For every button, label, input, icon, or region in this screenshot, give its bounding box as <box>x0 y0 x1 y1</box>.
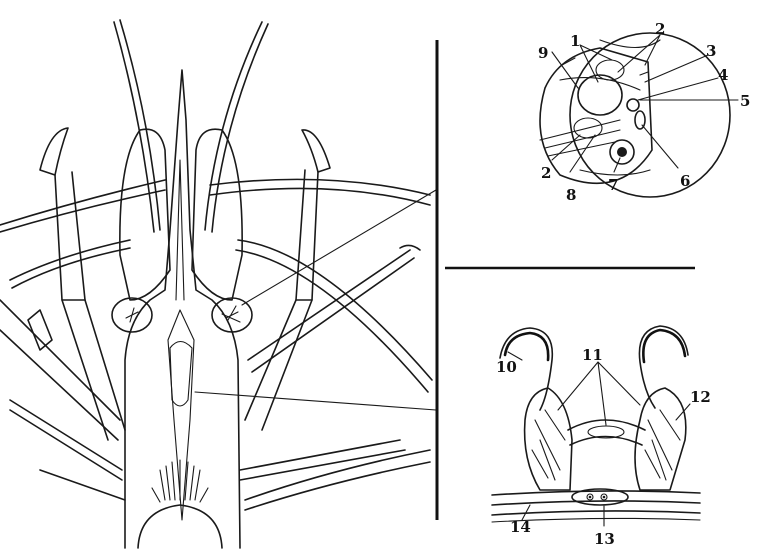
dorsal-spines <box>152 460 208 502</box>
right-appendages <box>210 130 432 510</box>
callout-1-top: 1 <box>570 32 580 50</box>
callout-9: 9 <box>538 44 548 62</box>
callout-12: 12 <box>690 388 711 406</box>
leader-line-lower <box>195 392 436 410</box>
callout-14: 14 <box>510 518 531 536</box>
left-appendages <box>0 128 165 500</box>
callout-3: 3 <box>706 42 716 60</box>
callout-7: 7 <box>608 176 618 194</box>
callout-6: 6 <box>680 172 690 190</box>
eye-section-illustration: 1 2 3 4 5 6 7 8 2 9 <box>538 20 750 204</box>
callout-11: 11 <box>582 346 603 364</box>
callout-4: 4 <box>718 66 728 84</box>
shrimp-head-illustration <box>0 20 436 548</box>
neural-section-illustration: 10 11 12 13 14 <box>492 326 711 548</box>
callout-8: 8 <box>566 186 576 204</box>
callout-2-left: 2 <box>541 164 551 182</box>
callout-10: 10 <box>496 358 517 376</box>
callout-5: 5 <box>740 92 750 110</box>
callout-2-top: 2 <box>655 20 665 38</box>
callout-13: 13 <box>594 530 615 548</box>
